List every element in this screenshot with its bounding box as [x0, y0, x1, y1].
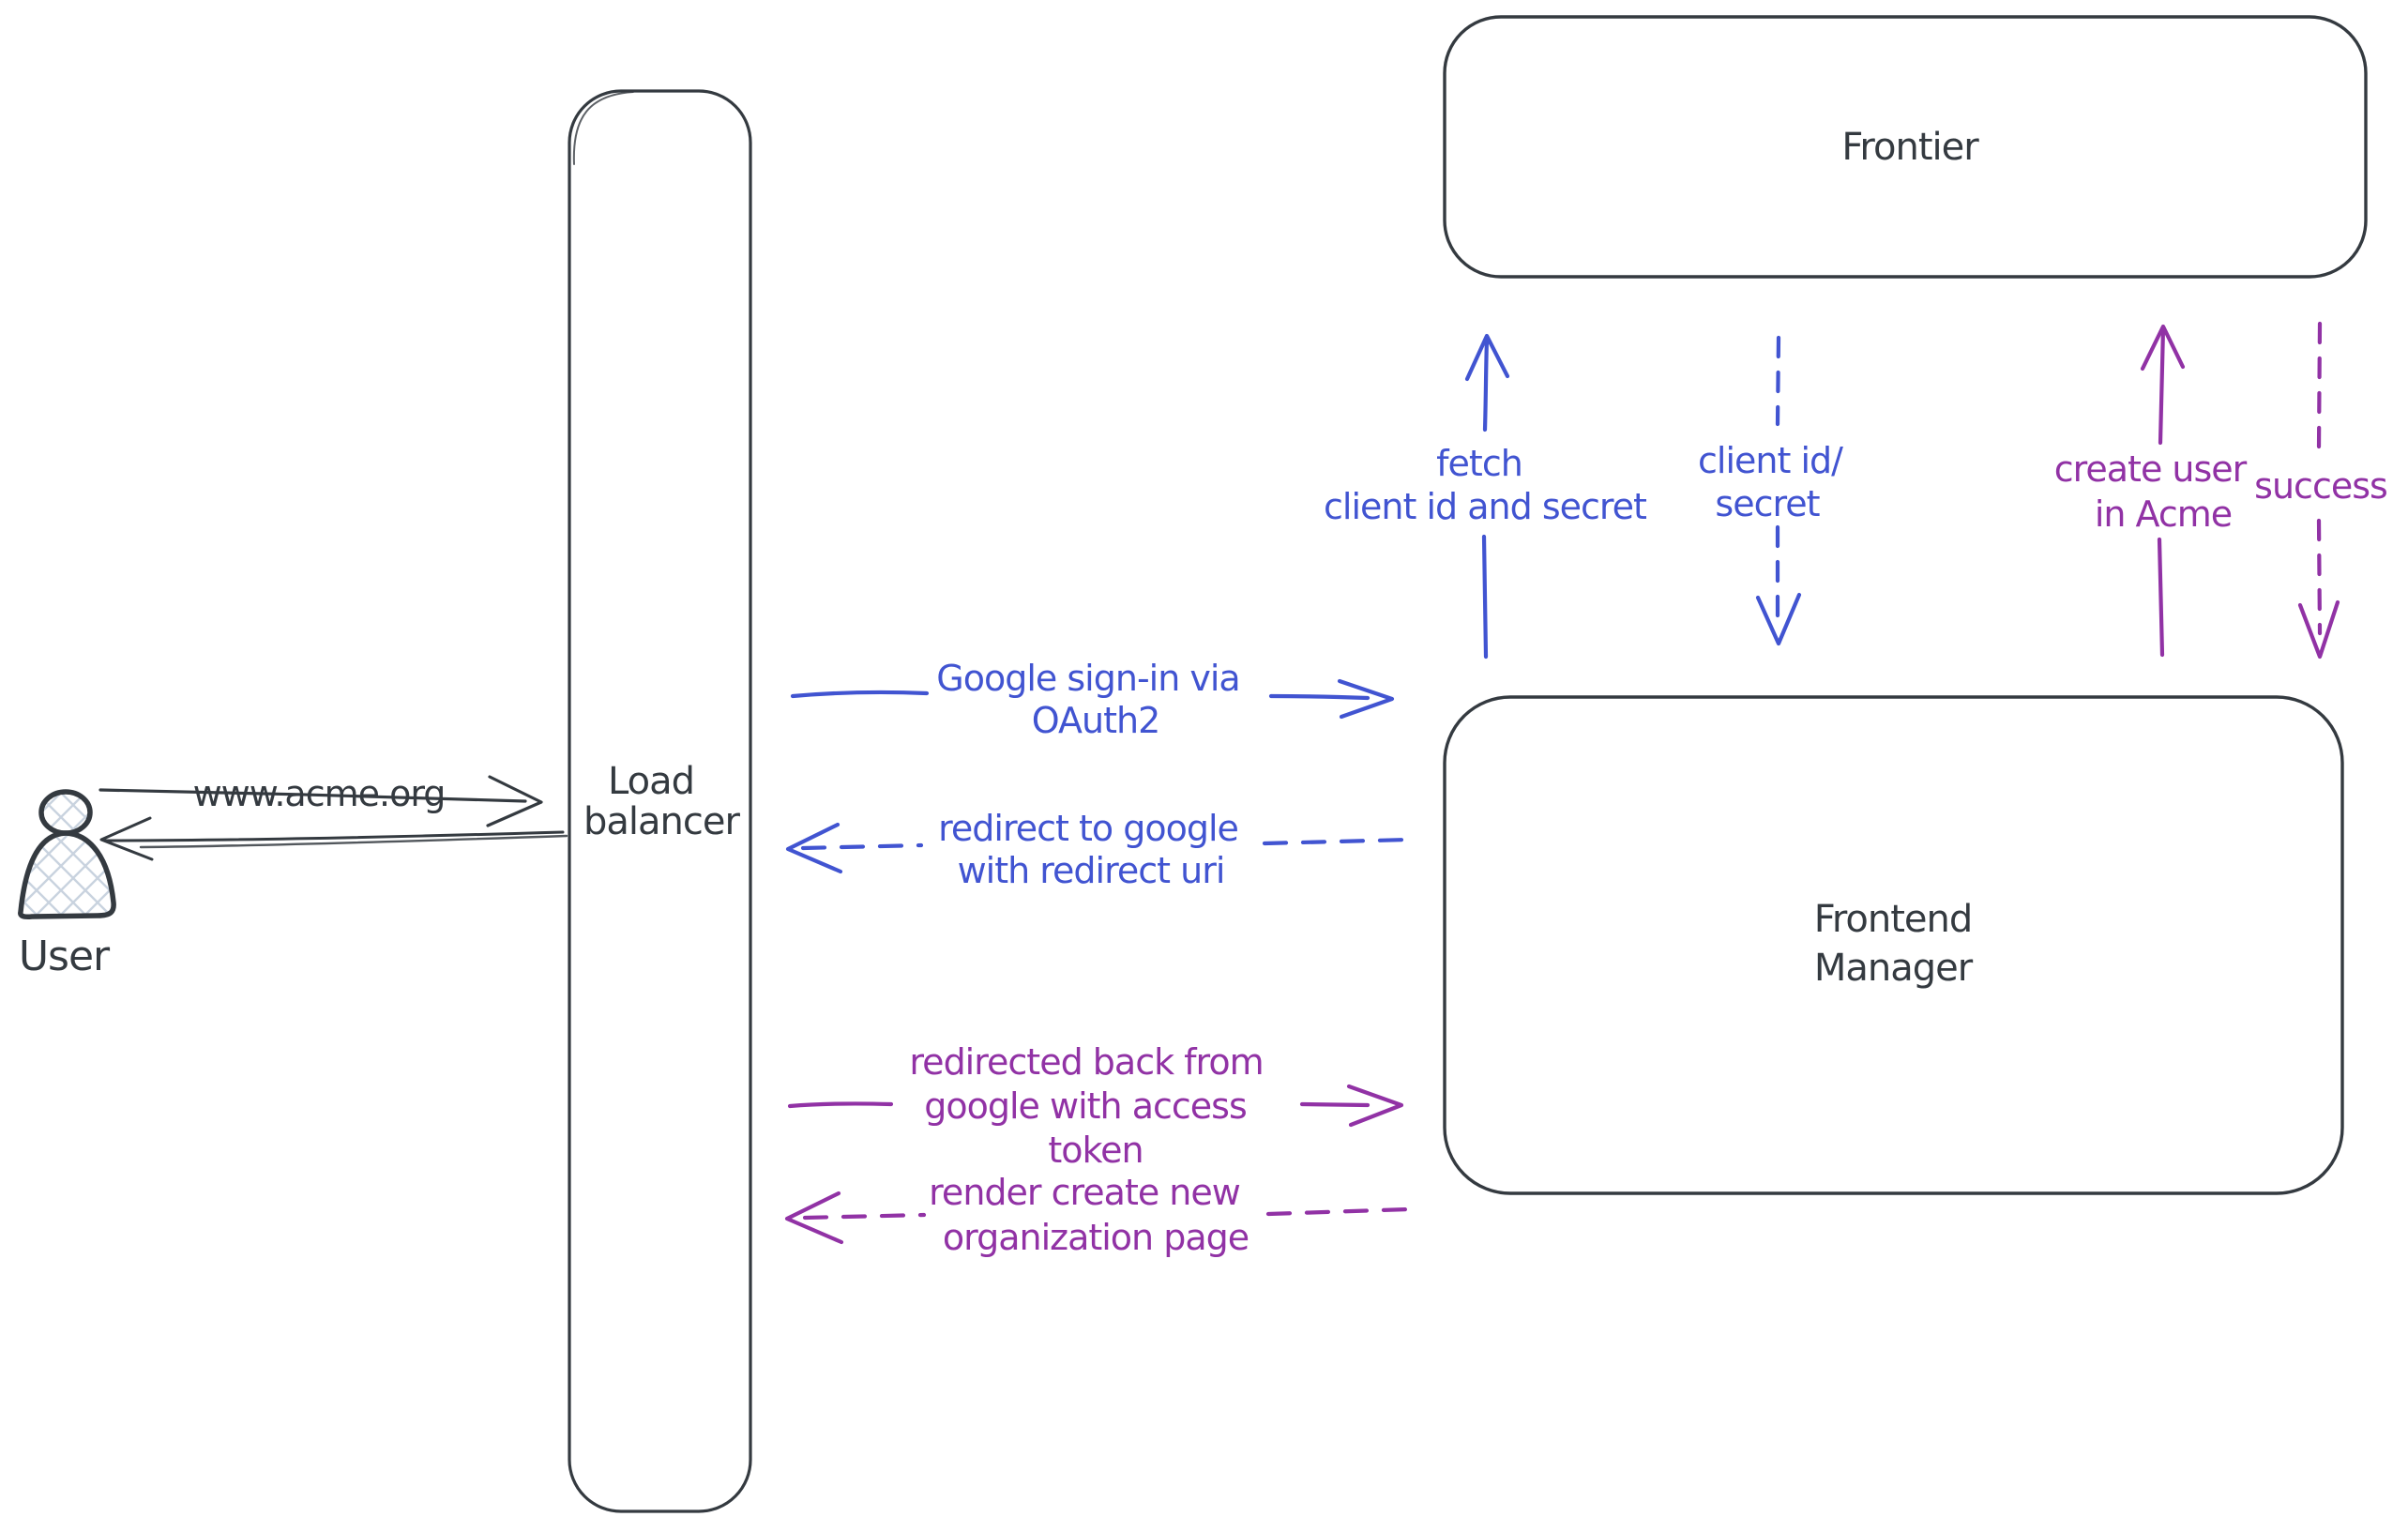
fetch-secret-label-line2: client id and secret [1324, 486, 1647, 528]
redirected-back-label-line1: redirected back from [909, 1041, 1264, 1084]
success-arrow [2297, 321, 2340, 660]
render-org-arrow [784, 1191, 1412, 1245]
user-body [18, 830, 116, 919]
fetch-secret-label-line1: fetch [1436, 443, 1523, 485]
redirect-google-arrow [785, 822, 1412, 874]
user-head [38, 789, 93, 836]
render-org-label-line2: organization page [942, 1217, 1249, 1259]
frontend-manager-label-line1: Frontend [1813, 898, 1974, 941]
google-signin-arrow [790, 678, 1395, 720]
redirected-back-label-line2: google with access [924, 1085, 1248, 1128]
load-balancer-label-line1: Load [608, 760, 695, 803]
frontier-box [1443, 15, 2368, 279]
redirect-google-label-line1: redirect to google [938, 808, 1239, 850]
create-user-arrow [2140, 324, 2186, 658]
redirect-google-label-line2: with redirect uri [957, 850, 1226, 892]
render-org-label-line1: render create new [929, 1172, 1241, 1214]
create-user-label-line1: create user [2053, 448, 2248, 491]
frontend-manager-box [1443, 695, 2344, 1195]
redirected-back-label-line3: token [1048, 1130, 1143, 1172]
redirected-back-arrow [787, 1084, 1404, 1128]
load-balancer-label-line2: balancer [583, 800, 740, 843]
success-label: success [2254, 465, 2388, 508]
client-id-secret-label-line2: secret [1715, 483, 1820, 525]
google-signin-label-line1: Google sign-in via [936, 658, 1240, 700]
acme-request-arrow [98, 775, 543, 827]
client-id-secret-label-line1: client id/ [1698, 440, 1843, 482]
frontier-label: Frontier [1841, 126, 1978, 169]
create-user-label-line2: in Acme [2094, 493, 2233, 536]
user-label: User [18, 932, 110, 980]
user-icon [18, 789, 116, 919]
google-signin-label-line2: OAuth2 [1031, 700, 1160, 742]
load-balancer-box [568, 89, 752, 1513]
acme-response-arrow [99, 816, 568, 861]
frontend-manager-label-line2: Manager [1813, 947, 1973, 990]
client-id-secret-arrow [1755, 335, 1802, 646]
acme-request-label: www.acme.org [192, 773, 447, 815]
fetch-secret-arrow [1464, 333, 1510, 660]
